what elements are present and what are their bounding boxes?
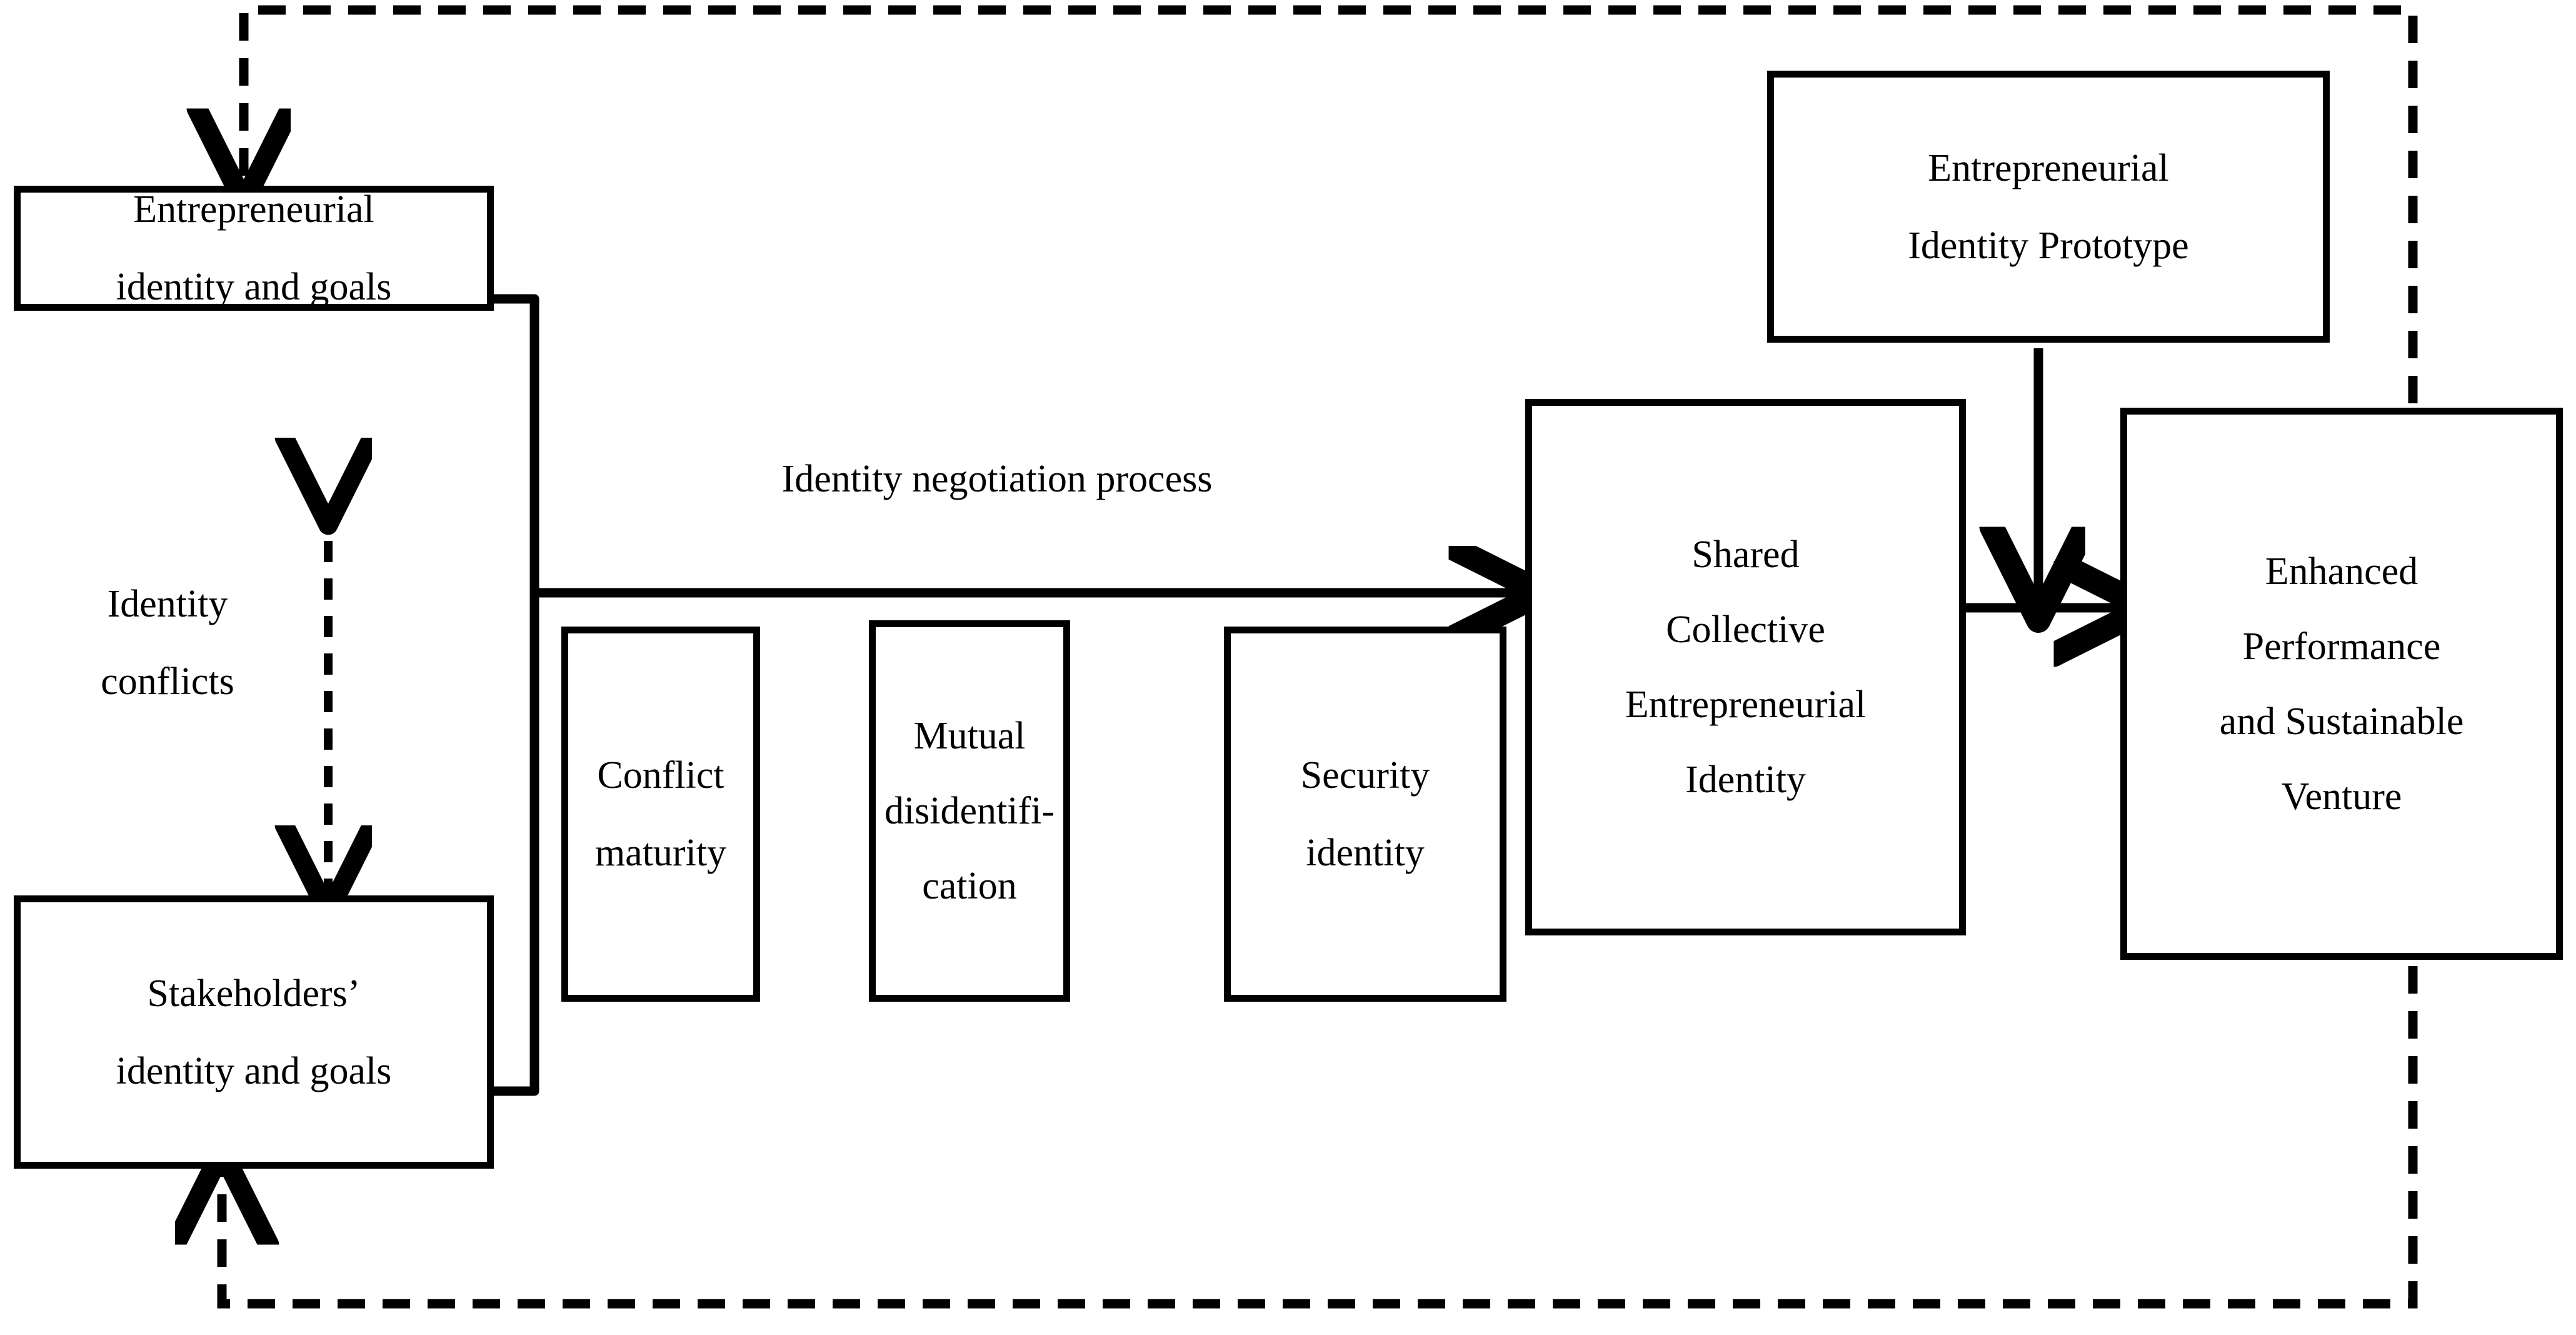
label-line: Identity negotiation process [781, 458, 1213, 500]
box-line: and Sustainable [2219, 700, 2464, 743]
box-mutual-disidentification[interactable]: Mutual disidentifi- cation [869, 620, 1070, 1002]
box-line: identity and goals [116, 266, 392, 308]
box-line: Shared [1691, 533, 1800, 576]
box-line: Collective [1666, 608, 1825, 651]
box-line: cation [922, 865, 1017, 907]
box-line: maturity [594, 832, 727, 874]
box-entrepreneurial-identity-goals[interactable]: Entrepreneurial identity and goals [14, 186, 494, 311]
label-line: Identity [107, 583, 228, 625]
box-enhanced-performance-sustainable-venture[interactable]: Enhanced Performance and Sustainable Ven… [2120, 408, 2563, 960]
box-line: Stakeholders’ [147, 972, 361, 1015]
identity-conflicts-label: Identity conflicts [36, 585, 299, 701]
box-conflict-maturity[interactable]: Conflict maturity [561, 627, 760, 1002]
left-boxes-merge-bracket [491, 294, 539, 1096]
box-line: identity and goals [116, 1049, 392, 1092]
box-line: Entrepreneurial [133, 188, 374, 231]
box-line: Identity [1685, 758, 1806, 801]
box-line: Entrepreneurial [1625, 683, 1867, 726]
box-security-identity[interactable]: Security identity [1224, 627, 1506, 1002]
label-line: conflicts [101, 660, 234, 703]
box-line: disidentifi- [884, 790, 1055, 832]
box-line: Identity Prototype [1908, 224, 2189, 267]
feedback-bottom-dashed [222, 966, 2418, 1309]
box-line: Performance [2242, 625, 2441, 668]
box-line: Enhanced [2265, 550, 2418, 593]
identity-negotiation-process-label: Identity negotiation process [703, 460, 1291, 498]
box-shared-collective-entrepreneurial-identity[interactable]: Shared Collective Entrepreneurial Identi… [1525, 399, 1966, 935]
box-entrepreneurial-identity-prototype[interactable]: Entrepreneurial Identity Prototype [1767, 71, 2330, 343]
box-line: identity [1306, 832, 1425, 874]
box-line: Mutual [913, 715, 1026, 757]
box-line: Entrepreneurial [1928, 146, 2169, 189]
box-line: Security [1300, 754, 1430, 797]
box-line: Venture [2281, 775, 2402, 818]
box-line: Conflict [597, 754, 724, 797]
box-stakeholders-identity-goals[interactable]: Stakeholders’ identity and goals [14, 895, 494, 1169]
